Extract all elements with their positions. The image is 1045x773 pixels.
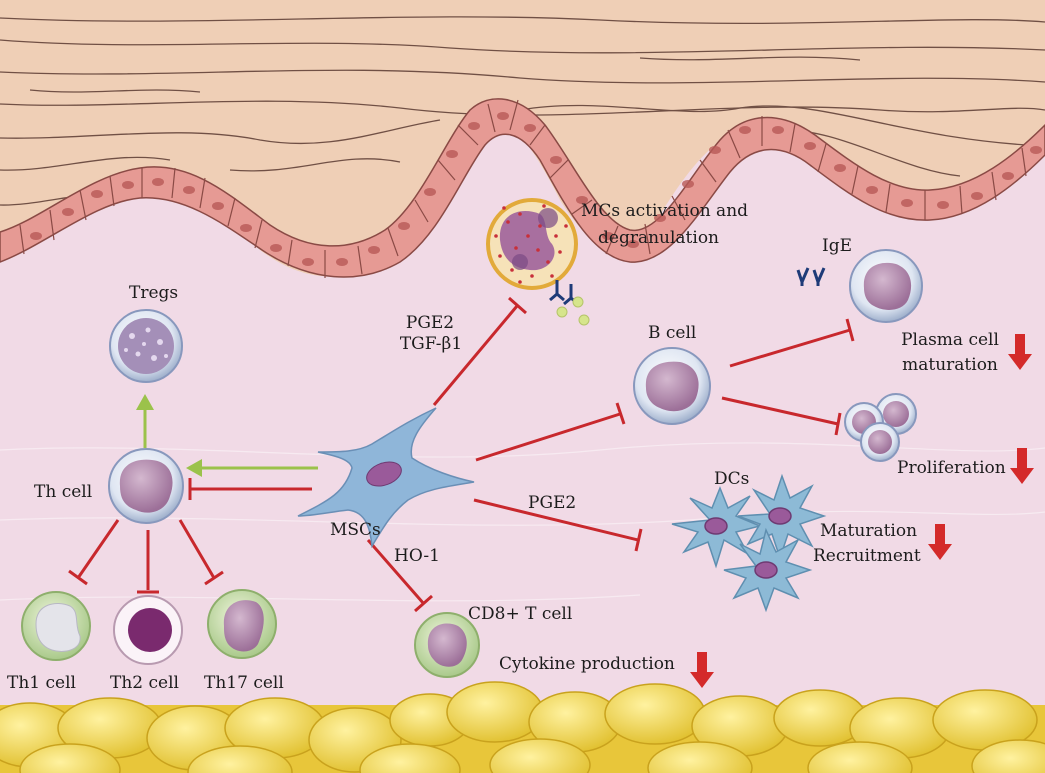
th2-cell — [113, 595, 183, 665]
th1-cell-label: Th1 cell — [7, 673, 76, 693]
proliferation-label: Proliferation — [897, 458, 1006, 478]
th-cell-label: Th cell — [34, 482, 93, 502]
down-arrow-icon — [1008, 334, 1032, 370]
skin-layer — [0, 0, 1045, 278]
arrow-th-to-tregs — [136, 394, 154, 448]
mast-cell — [486, 198, 590, 326]
granules — [556, 296, 590, 326]
proliferating-b-cells — [844, 393, 917, 462]
mcs-activation-line2: degranulation — [598, 228, 720, 248]
dendritic-cells — [671, 473, 827, 613]
ige-label: IgE — [822, 236, 853, 256]
arrow-bcell-inhibit-plasma — [729, 318, 855, 368]
arrow-msc-inhibit-th — [188, 478, 312, 500]
pge2-dc-label: PGE2 — [528, 493, 577, 513]
arrow-msc-inhibit-cd8 — [366, 539, 433, 613]
th2-cell-label: Th2 cell — [110, 673, 179, 693]
arrow-msc-to-th-stimulate — [186, 459, 318, 477]
th17-cell-label: Th17 cell — [204, 673, 284, 693]
b-cell-label: B cell — [648, 323, 697, 343]
basal-cell-dividers — [19, 99, 1027, 278]
arrow-msc-inhibit-mcs — [432, 296, 527, 406]
basal-cell-layer — [0, 98, 1045, 278]
maturation-label: Maturation — [820, 521, 918, 541]
mcs-activation-line1: MCs activation and — [581, 201, 749, 221]
pge2-tgf-line1: PGE2 — [405, 313, 455, 333]
down-arrow-icon — [1010, 448, 1034, 484]
arrow-msc-inhibit-bcell — [475, 402, 626, 462]
ige-antibody-icon — [796, 267, 826, 286]
basal-cell-nuclei — [30, 112, 1042, 266]
fat-layer — [0, 681, 1045, 773]
plasma-cell-line2: maturation — [902, 355, 998, 375]
arrow-msc-inhibit-dcs — [473, 498, 643, 552]
mscs-label: MSCs — [330, 520, 381, 540]
cd8-label: CD8+ T cell — [468, 604, 573, 624]
tissue-fibers — [0, 442, 1045, 602]
plasma-cell-line1: Plasma cell — [901, 330, 999, 350]
dcs-label: DCs — [714, 469, 750, 489]
arrow-th-inhibit-th1 — [68, 519, 120, 586]
plasma-cell — [849, 249, 923, 323]
down-arrow-icon — [690, 652, 714, 688]
arrow-th-inhibit-th17 — [178, 519, 224, 586]
th17-cell — [207, 589, 277, 659]
ho1-label: HO-1 — [394, 546, 440, 566]
tregs-label: Tregs — [129, 283, 179, 303]
b-cell — [633, 347, 711, 425]
arrow-th-inhibit-th2 — [137, 530, 159, 594]
recruitment-label: Recruitment — [813, 546, 921, 566]
msc-cell — [297, 407, 475, 549]
pge2-tgf-line2: TGF-β1 — [399, 334, 463, 354]
down-arrow-icon — [928, 524, 952, 560]
cytokine-label: Cytokine production — [499, 654, 675, 674]
cd8-cell — [414, 612, 480, 678]
tregs-cell — [109, 309, 183, 383]
th1-cell — [21, 591, 91, 661]
arrow-bcell-inhibit-proliferation — [721, 396, 842, 436]
th-cell — [108, 448, 184, 524]
